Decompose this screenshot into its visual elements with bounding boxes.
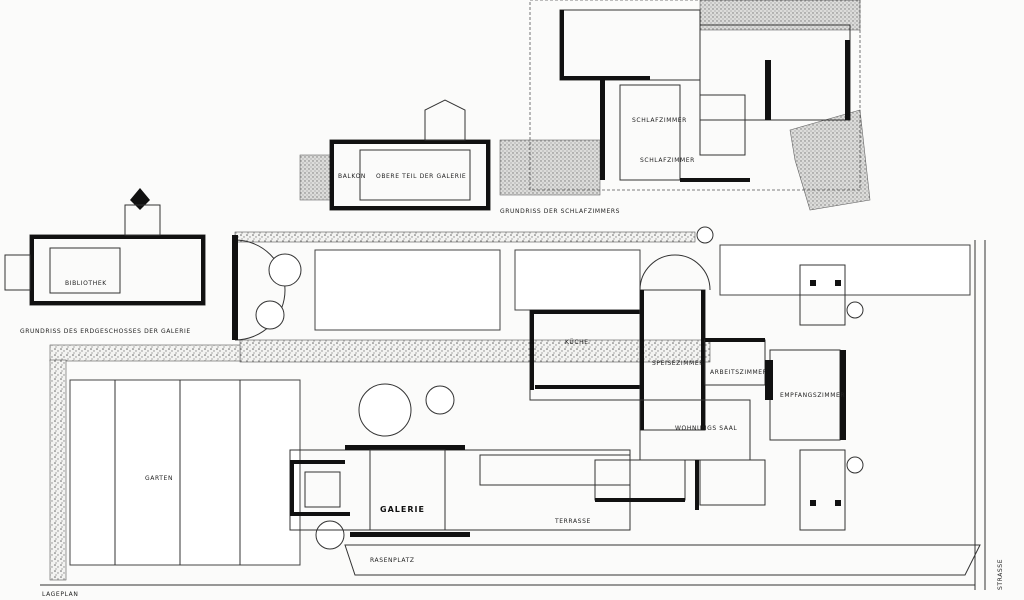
balcony-label: BALKON xyxy=(338,173,366,180)
lawn-label: RASENPLATZ xyxy=(370,557,415,564)
terrace-label: TERRASSE xyxy=(554,518,591,525)
main-house-plan: GALERIE TERRASSE RASENPLATZ KÜCHE SPEISE… xyxy=(289,254,981,576)
reception-label: EMPFANGSZIMMER xyxy=(780,392,845,399)
upper-gallery-label: OBERE TEIL DER GALERIE xyxy=(376,173,466,180)
gallery-label: GALERIE xyxy=(380,505,425,514)
site-plan-title: LAGEPLAN xyxy=(42,591,78,598)
gallery-ground-plan-title: GRUNDRISS DES ERDGESCHOSSES DER GALERIE xyxy=(20,328,191,335)
hall-label: WOHNUNGS SAAL xyxy=(675,425,737,432)
gallery-ground-floor-plan: BIBLIOTHEK GRUNDRISS DES ERDGESCHOSSES D… xyxy=(4,188,206,335)
bedroom-label-1: SCHLAFZIMMER xyxy=(632,117,687,124)
upper-plan-title: GRUNDRISS DER SCHLAFZIMMERS xyxy=(500,208,620,215)
library-label: BIBLIOTHEK xyxy=(65,280,107,287)
dining-label: SPEISEZIMMER xyxy=(652,360,704,367)
study-label: ARBEITSZIMMER xyxy=(710,369,767,376)
street-label: STRASSE xyxy=(997,559,1004,590)
kitchen-label: KÜCHE xyxy=(565,339,589,346)
bedroom-floor-plan: OBERE TEIL DER GALERIE BALKON SCHLAFZIMM… xyxy=(299,0,871,215)
bedroom-label-2: SCHLAFZIMMER xyxy=(640,157,695,164)
site-plan: GARTEN STRASSE xyxy=(40,226,1004,590)
garden-label: GARTEN xyxy=(145,475,173,482)
